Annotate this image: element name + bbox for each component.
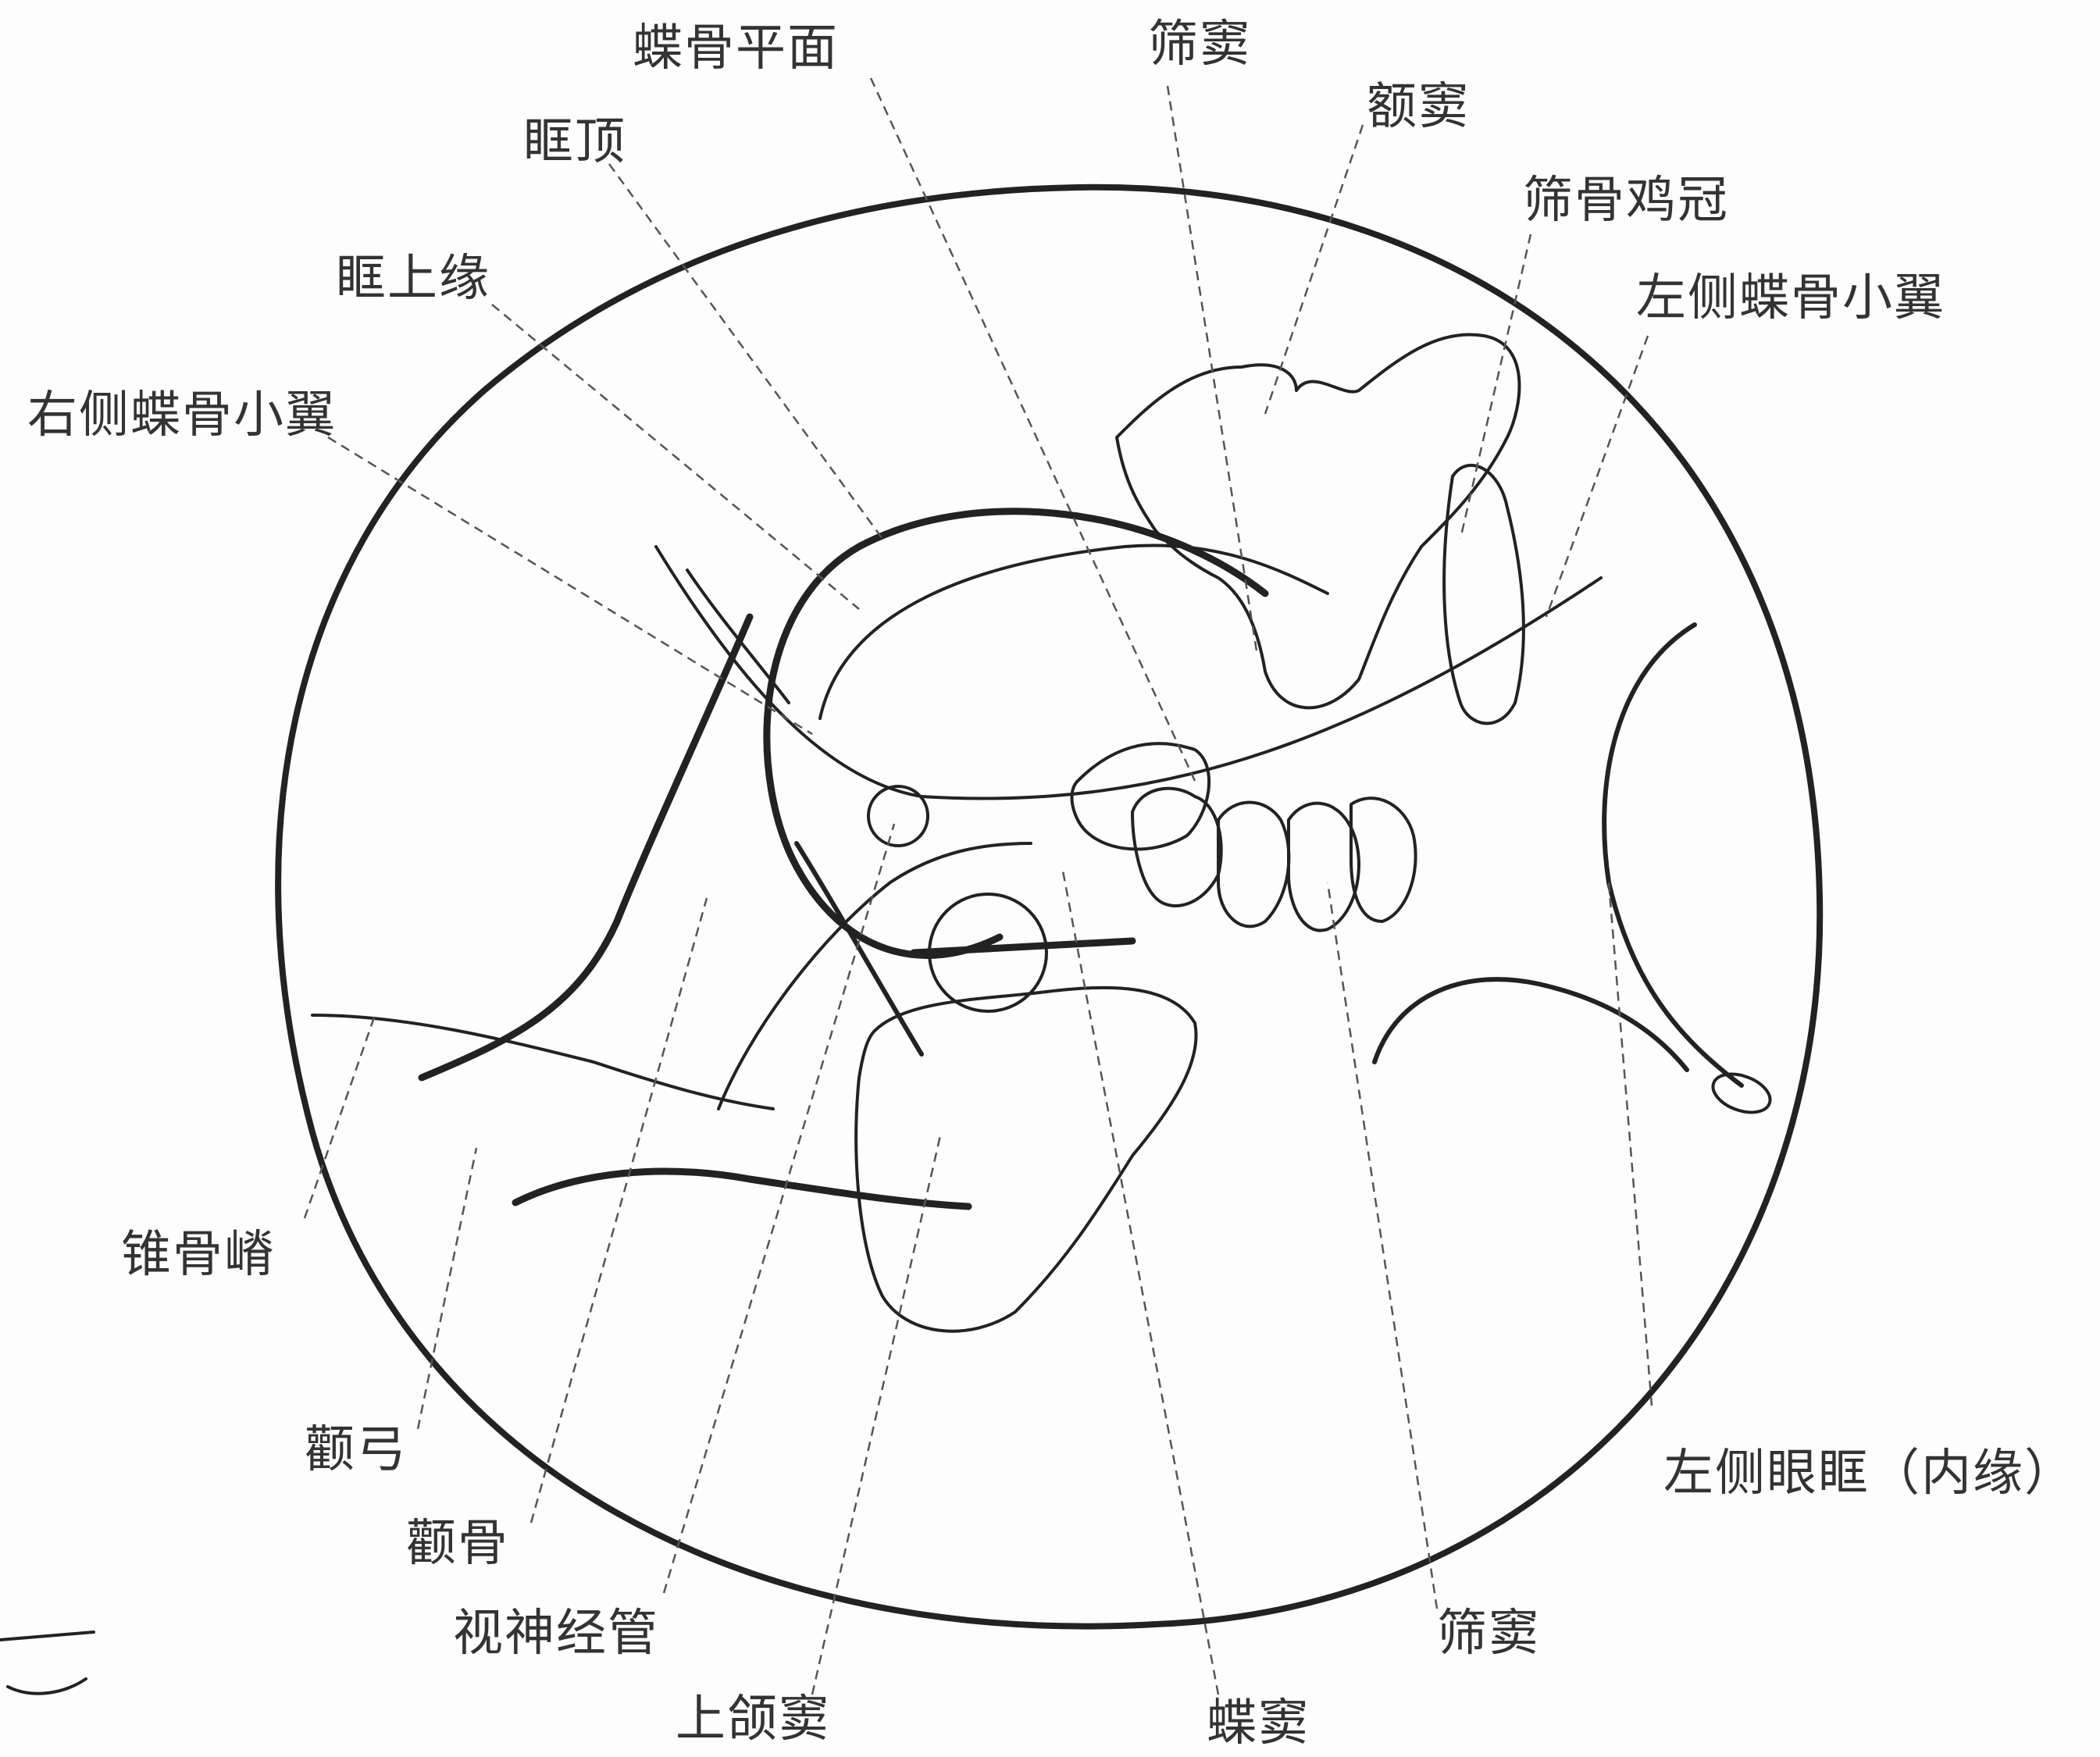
- leader-right-lesser-wing: [327, 436, 813, 736]
- label-left-lesser-wing: 左侧蝶骨小翼: [1636, 269, 1945, 327]
- zygomatic-arch-line: [311, 1014, 775, 1110]
- leader-crista-galli: [1459, 233, 1532, 540]
- label-optic-canal: 视神经管: [453, 1605, 659, 1663]
- left-lower-curve: [1372, 977, 1689, 1072]
- leader-supraorbital: [491, 304, 860, 610]
- maxillary-line: [910, 937, 1136, 957]
- skull-outline: [275, 184, 1824, 1630]
- zygomatic-outline: [717, 842, 1032, 1110]
- leader-petrous-ridge: [303, 1014, 376, 1219]
- label-zygomatic-arch: 颧弓: [305, 1421, 408, 1479]
- label-sphenoid-sinus: 蝶窦: [1207, 1695, 1310, 1752]
- label-ethmoid-sinus-top: 筛窦: [1148, 16, 1251, 73]
- label-maxillary-sinus: 上颌窦: [676, 1691, 830, 1748]
- ethmoid-cluster: [1115, 333, 1521, 710]
- leader-ethmoid-bottom: [1326, 882, 1439, 1609]
- sphenoid-sinus-outline: [1070, 742, 1211, 851]
- label-zygomatic-bone: 颧骨: [406, 1515, 509, 1573]
- label-left-orbit-inner: 左侧眼眶（内缘）: [1663, 1445, 2076, 1502]
- crista-galli-outline: [1442, 463, 1525, 725]
- leader-orbital-roof: [608, 163, 884, 540]
- leader-zygomatic-bone: [529, 897, 708, 1524]
- leader-zygomatic-arch: [416, 1147, 478, 1430]
- label-petrous-ridge: 锥骨嵴: [121, 1226, 276, 1284]
- leader-left-lesser-wing: [1545, 335, 1649, 618]
- leader-ethmoid-top: [1166, 85, 1259, 657]
- leader-left-orbit-inner: [1607, 882, 1653, 1406]
- lesser-wing-line: [654, 545, 1603, 800]
- orbital-roof-short-line: [686, 568, 790, 704]
- leader-maxillary-sinus: [811, 1132, 943, 1695]
- label-ethmoid-sinus-bottom: 筛窦: [1437, 1605, 1540, 1663]
- label-crista-galli: 筛骨鸡冠: [1523, 172, 1729, 230]
- leader-planum-sphenoidale: [869, 77, 1196, 782]
- leader-frontal-sinus: [1264, 124, 1364, 415]
- leader-lines: [303, 77, 1653, 1695]
- left-orbit-small-oval: [1711, 1072, 1772, 1114]
- petrous-ridge-line: [512, 1167, 972, 1210]
- label-orbital-roof: 眶顶: [523, 113, 626, 171]
- orbit-lower-curve: [794, 841, 924, 1057]
- orbital-roof-line: [818, 543, 1329, 720]
- optic-canal-circle: [867, 785, 929, 847]
- right-lesser-wing-line: [418, 613, 754, 1082]
- left-orbit-arc: [1602, 622, 1744, 1088]
- label-planum-sphenoidale: 蝶骨平面: [633, 20, 839, 77]
- label-right-lesser-wing: 右侧蝶骨小翼: [27, 387, 337, 444]
- label-supraorbital-margin: 眶上缘: [336, 250, 490, 308]
- leader-optic-canal: [662, 823, 896, 1594]
- orbit-arc: [763, 508, 1269, 959]
- maxillary-sinus-outline: [854, 985, 1198, 1333]
- label-frontal-sinus: 额窦: [1367, 78, 1470, 136]
- edge-fragment: [0, 1630, 95, 1695]
- ethmoid-cells: [1131, 786, 1417, 932]
